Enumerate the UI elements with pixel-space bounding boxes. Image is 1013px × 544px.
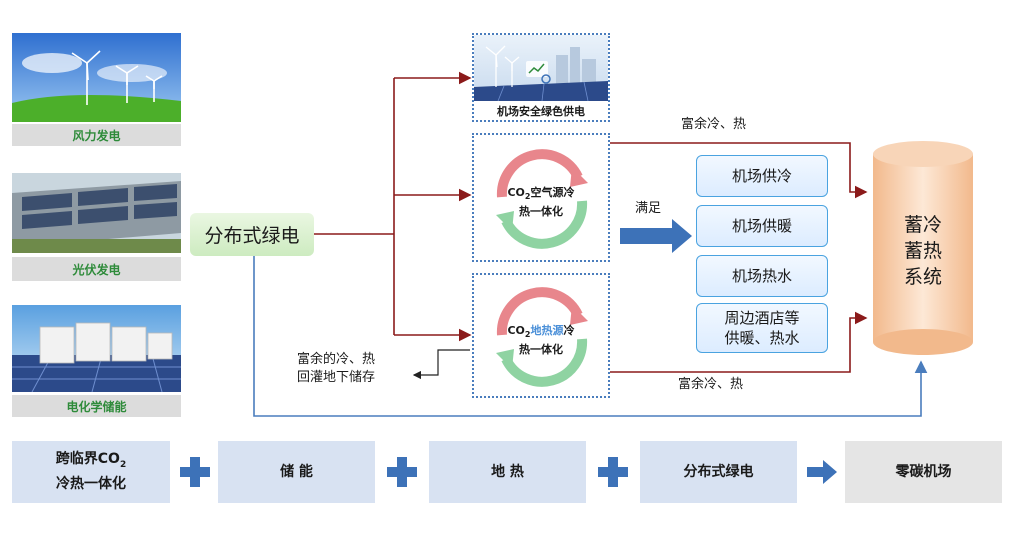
solar-pv-photo xyxy=(12,173,181,253)
airport-power-caption: 机场安全绿色供电 xyxy=(497,105,585,118)
service-airport-heating: 机场供暖 xyxy=(696,205,828,247)
bottom-transcritical-co2: 跨临界CO2 冷热一体化 xyxy=(12,441,170,503)
distributed-green-power-hub: 分布式绿电 xyxy=(190,213,314,256)
satisfy-label: 满足 xyxy=(635,201,662,216)
bottom-energy-storage: 储 能 xyxy=(218,441,375,503)
wind-power-caption: 风力发电 xyxy=(12,124,181,146)
bottom-zero-carbon-airport: 零碳机场 xyxy=(845,441,1002,503)
ground-source-label: CO2地热源冷 热一体化 xyxy=(507,324,575,357)
cycle-arrows-icon xyxy=(496,149,588,249)
wind-power-photo xyxy=(12,33,181,122)
bottom-distributed-green-power: 分布式绿电 xyxy=(640,441,797,503)
bottom-geothermal: 地 热 xyxy=(429,441,586,503)
storage-system-label: 蓄冷 蓄热 系统 xyxy=(903,214,942,288)
storage-cylinder-icon xyxy=(873,141,973,355)
surplus-top-label: 富余冷、热 xyxy=(681,117,747,132)
plus-icon xyxy=(387,457,417,487)
air-source-heat-module: CO2空气源冷 热一体化 xyxy=(472,133,610,262)
reinject-label: 富余的冷、热 回灌地下储存 xyxy=(297,352,376,385)
battery-storage-photo xyxy=(12,305,181,392)
service-nearby-hotels: 周边酒店等供暖、热水 xyxy=(696,303,828,353)
arrow-right-icon xyxy=(807,460,837,484)
solar-pv-caption: 光伏发电 xyxy=(12,257,181,281)
air-source-label: CO2空气源冷 热一体化 xyxy=(507,186,575,219)
red-feed-arrows xyxy=(314,71,868,373)
plus-icon xyxy=(180,457,210,487)
airport-power-module: 机场安全绿色供电 xyxy=(472,33,610,122)
ground-source-heat-module: CO2地热源冷 热一体化 xyxy=(472,273,610,398)
satisfy-arrow xyxy=(620,219,692,253)
surplus-bottom-label: 富余冷、热 xyxy=(678,377,744,392)
cycle-arrows-icon xyxy=(496,287,588,387)
service-airport-hot-water: 机场热水 xyxy=(696,255,828,297)
blue-return-arrow xyxy=(253,256,928,417)
reinject-arrow xyxy=(412,349,470,380)
service-airport-cooling: 机场供冷 xyxy=(696,155,828,197)
battery-storage-caption: 电化学储能 xyxy=(12,395,181,417)
plus-icon xyxy=(598,457,628,487)
